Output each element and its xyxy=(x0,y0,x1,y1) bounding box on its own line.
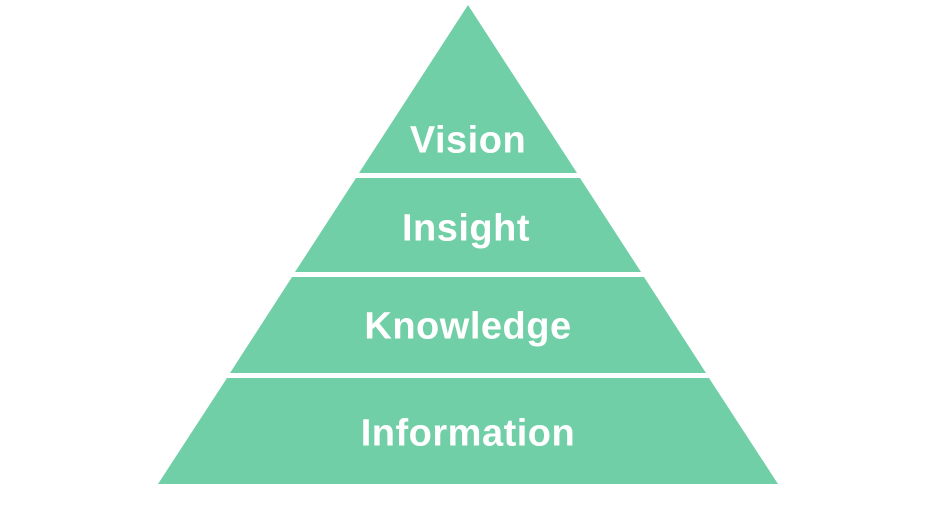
pyramid-level-information-shape xyxy=(158,378,778,484)
pyramid-level-insight-shape xyxy=(295,178,641,272)
pyramid-level-insight-label: Insight xyxy=(402,207,530,249)
pyramid-level-information-label: Information xyxy=(361,412,575,454)
pyramid-level-vision-shape xyxy=(359,5,577,173)
pyramid-level-vision-label: Vision xyxy=(410,119,526,161)
pyramid-level-knowledge-shape xyxy=(230,277,706,373)
pyramid-level-knowledge-label: Knowledge xyxy=(364,305,571,347)
